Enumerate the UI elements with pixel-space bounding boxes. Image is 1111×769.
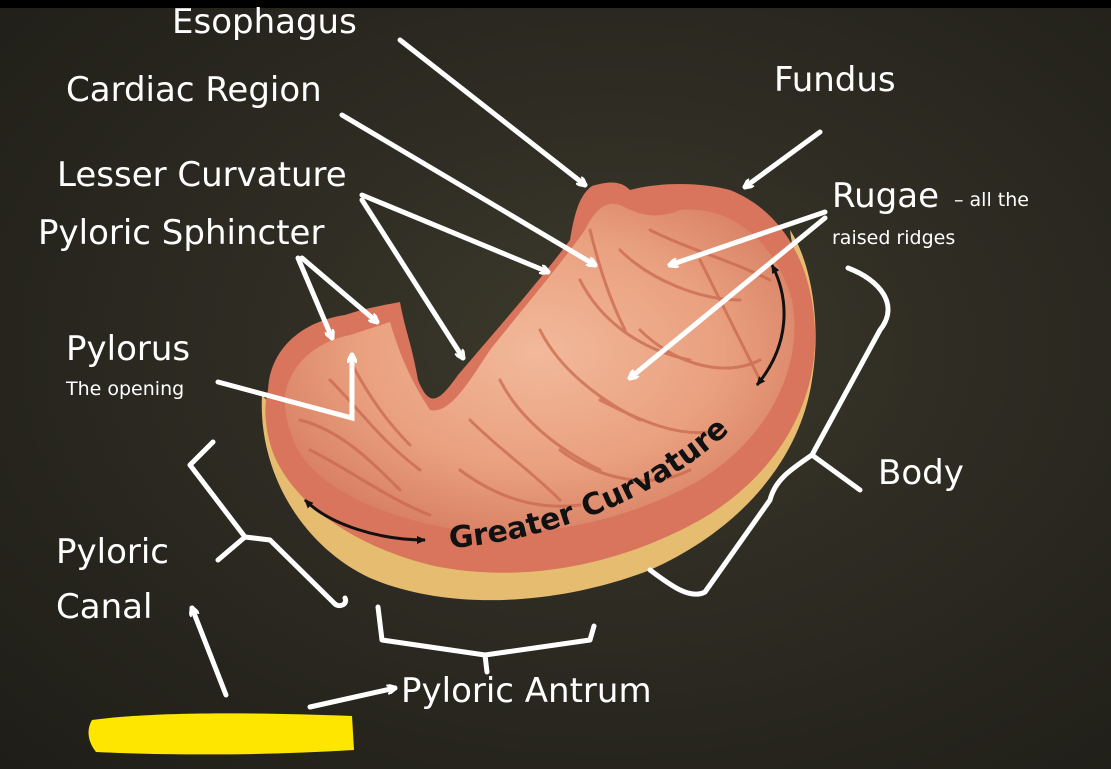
label-rugae: Rugae: [832, 176, 939, 216]
body-bracket: [647, 265, 891, 597]
label-rugae-note-2: raised ridges: [832, 227, 956, 249]
pyloric-antrum-arrow: [307, 688, 395, 710]
label-lesser-curvature: Lesser Curvature: [57, 155, 347, 195]
lesser-curvature-arrow-1: [359, 192, 548, 272]
annotation-arrows: [192, 37, 828, 710]
label-cardiac-region: Cardiac Region: [66, 70, 322, 110]
pyloric-canal-bracket: [187, 439, 349, 609]
pyloric-antrum-bracket: [375, 604, 597, 675]
yellow-highlight: [88, 713, 354, 755]
cardiac-region-arrow: [339, 112, 595, 265]
label-esophagus: Esophagus: [172, 2, 357, 42]
rugae-arrow-2: [630, 215, 828, 378]
label-pylorus-note: The opening: [66, 378, 185, 400]
top-border: [0, 0, 1111, 8]
label-body: Body: [878, 453, 964, 493]
lesser-curvature-arrow-2: [359, 197, 463, 358]
label-rugae-note-1: – all the: [954, 189, 1029, 211]
label-pyloric-canal-line-1: Pyloric: [56, 532, 169, 572]
label-pylorus: Pylorus: [66, 329, 191, 369]
esophagus-arrow: [397, 37, 585, 185]
fundus-arrow: [745, 129, 823, 187]
pyloric-sphincter-arrow-1: [295, 255, 332, 338]
annotation-brackets: [187, 265, 891, 675]
rugae-arrow-1: [670, 209, 828, 265]
label-pyloric-sphincter: Pyloric Sphincter: [38, 213, 325, 253]
pyloric-canal-arrow: [192, 608, 229, 698]
label-pyloric-antrum: Pyloric Antrum: [401, 671, 652, 711]
pylorus-arrow: [215, 352, 352, 422]
stomach-inner-mucosa: [284, 203, 795, 533]
pyloric-sphincter-arrow-2: [299, 255, 377, 322]
label-fundus: Fundus: [774, 60, 896, 100]
label-pyloric-canal-line-2: Canal: [56, 587, 153, 627]
greater-curvature-arrows: [303, 264, 786, 544]
